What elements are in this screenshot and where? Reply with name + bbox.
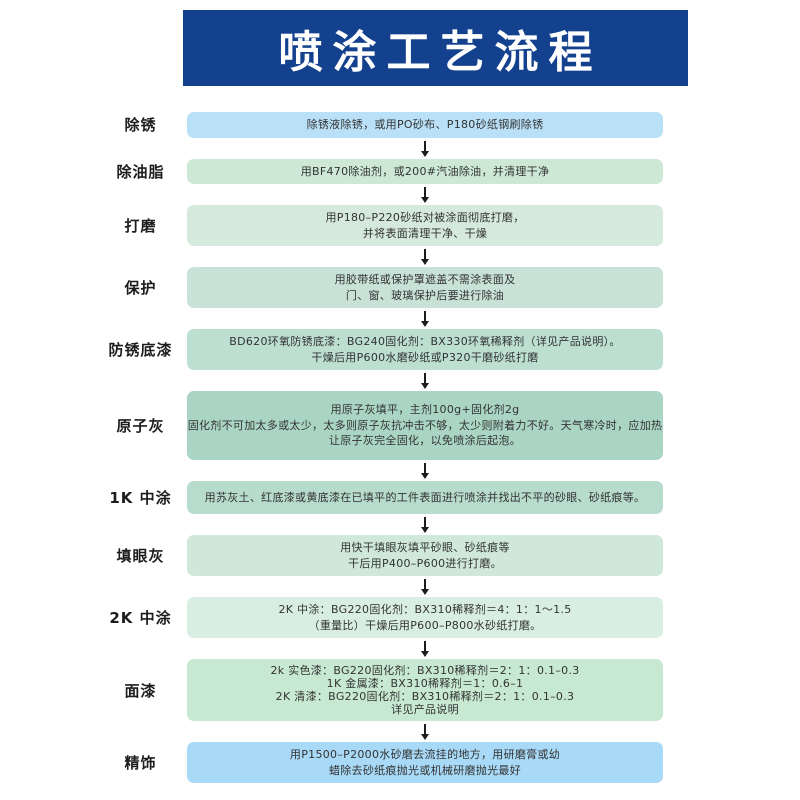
step-description-line: 蜡除去砂纸痕抛光或机械研磨抛光最好 (328, 763, 522, 777)
process-flow: 除锈 除锈液除锈，或用PO砂布、P180砂纸钢刷除锈 除油脂 用BF470除油剂… (0, 112, 800, 783)
step-label-col: 原子灰 (0, 415, 187, 436)
process-step-spot-filler: 填眼灰 用快干填眼灰填平砂眼、砂纸痕等 干后用P400–P600进行打磨。 (0, 535, 800, 576)
step-label-col: 防锈底漆 (0, 339, 187, 360)
step-label-col: 保护 (0, 277, 187, 298)
step-box: 用P180–P220砂纸对被涂面彻底打磨， 并将表面清理干净、干燥 (187, 205, 663, 246)
process-step-masking: 保护 用胶带纸或保护罩遮盖不需涂表面及 门、窗、玻璃保护后要进行除油 (0, 267, 800, 308)
step-description-line: 用P180–P220砂纸对被涂面彻底打磨， (325, 211, 525, 224)
step-label-col: 除油脂 (0, 161, 187, 182)
step-label-col: 面漆 (0, 680, 187, 701)
step-description-line: 干燥后用P600水磨砂纸或P320干磨砂纸打磨 (311, 350, 539, 364)
page-header: 喷涂工艺流程 (183, 10, 688, 86)
down-arrow-icon (421, 724, 429, 740)
step-description-line: 用苏灰土、红底漆或黄底漆在已填平的工件表面进行喷涂并找出不平的砂眼、砂纸痕等。 (204, 490, 646, 504)
flow-arrow (187, 721, 663, 742)
flow-arrow (187, 576, 663, 597)
process-step-finishing: 精饰 用P1500–P2000水砂磨去流挂的地方，用研磨膏或幼 蜡除去砂纸痕抛光… (0, 742, 800, 783)
step-box: 2K 中涂：BG220固化剂：BX310稀释剂＝4：1：1～1.5 （重量比）干… (187, 597, 663, 638)
process-flow-page: 喷涂工艺流程 除锈 除锈液除锈，或用PO砂布、P180砂纸钢刷除锈 除油脂 用B… (0, 10, 800, 800)
step-description-line: 让原子灰完全固化，以免喷涂后起泡。 (328, 434, 522, 447)
step-description-line: 用P1500–P2000水砂磨去流挂的地方，用研磨膏或幼 (289, 748, 561, 761)
process-step-2k-midcoat: 2K 中涂 2K 中涂：BG220固化剂：BX310稀释剂＝4：1：1～1.5 … (0, 597, 800, 638)
process-step-1k-midcoat: 1K 中涂 用苏灰土、红底漆或黄底漆在已填平的工件表面进行喷涂并找出不平的砂眼、… (0, 480, 800, 514)
step-label: 1K 中涂 (109, 488, 172, 507)
down-arrow-icon (421, 579, 429, 595)
flow-arrow (187, 514, 663, 535)
flow-arrow (187, 308, 663, 329)
step-label: 防锈底漆 (108, 341, 173, 359)
flow-arrow (187, 246, 663, 267)
step-label: 打磨 (124, 217, 157, 235)
step-label-col: 打磨 (0, 215, 187, 236)
step-description-line: 并将表面清理干净、干燥 (362, 226, 488, 240)
step-box: 用BF470除油剂，或200#汽油除油，并清理干净 (187, 158, 663, 184)
step-label: 面漆 (124, 681, 157, 700)
down-arrow-icon (421, 462, 429, 479)
step-description-line: 用快干填眼灰填平砂眼、砂纸痕等 (340, 541, 510, 554)
down-arrow-icon (421, 373, 429, 389)
down-arrow-icon (421, 187, 429, 203)
step-box: 除锈液除锈，或用PO砂布、P180砂纸钢刷除锈 (187, 112, 663, 138)
down-arrow-icon (421, 517, 429, 533)
flow-arrow (187, 138, 663, 159)
step-label: 保护 (124, 279, 157, 297)
step-description-line: （重量比）干燥后用P600–P800水砂纸打磨。 (308, 618, 542, 632)
step-label: 原子灰 (116, 416, 165, 435)
step-description-line: BD620环氧防锈底漆：BG240固化剂：BX330环氧稀释剂（详见产品说明）。 (229, 335, 621, 348)
step-label: 填眼灰 (116, 547, 165, 565)
step-label: 除锈 (124, 116, 157, 135)
step-description-line: 用原子灰填平，主剂100g+固化剂2g (330, 403, 520, 416)
step-label: 除油脂 (116, 162, 165, 181)
step-description-line: 干后用P400–P600进行打磨。 (348, 556, 502, 570)
step-description-line: 用BF470除油剂，或200#汽油除油，并清理干净 (300, 164, 550, 178)
flow-arrow (187, 370, 663, 391)
step-label: 2K 中涂 (109, 609, 172, 627)
down-arrow-icon (421, 311, 429, 327)
step-box: 2k 实色漆：BG220固化剂：BX310稀释剂＝2：1：0.1–0.3 1K … (187, 659, 663, 721)
process-step-putty: 原子灰 用原子灰填平，主剂100g+固化剂2g 固化剂不可加太多或太少，太多则原… (0, 391, 800, 460)
step-box: BD620环氧防锈底漆：BG240固化剂：BX330环氧稀释剂（详见产品说明）。… (187, 329, 663, 370)
step-description-line: 2K 清漆：BG220固化剂：BX310稀释剂＝2：1：0.1–0.3 (275, 690, 575, 703)
down-arrow-icon (421, 249, 429, 265)
flow-arrow (187, 184, 663, 205)
process-step-antirust-primer: 防锈底漆 BD620环氧防锈底漆：BG240固化剂：BX330环氧稀释剂（详见产… (0, 329, 800, 370)
step-description-line: 详见产品说明 (391, 703, 459, 716)
process-step-sanding: 打磨 用P180–P220砂纸对被涂面彻底打磨， 并将表面清理干净、干燥 (0, 205, 800, 246)
step-description-line: 2K 中涂：BG220固化剂：BX310稀释剂＝4：1：1～1.5 (278, 603, 572, 616)
step-box: 用胶带纸或保护罩遮盖不需涂表面及 门、窗、玻璃保护后要进行除油 (187, 267, 663, 308)
step-box: 用原子灰填平，主剂100g+固化剂2g 固化剂不可加太多或太少，太多则原子灰抗冲… (187, 391, 663, 460)
down-arrow-icon (421, 140, 429, 157)
step-description-line: 门、窗、玻璃保护后要进行除油 (345, 288, 505, 302)
step-label-col: 除锈 (0, 114, 187, 135)
flow-arrow (187, 460, 663, 481)
process-step-rust-removal: 除锈 除锈液除锈，或用PO砂布、P180砂纸钢刷除锈 (0, 112, 800, 138)
step-description-line: 2k 实色漆：BG220固化剂：BX310稀释剂＝2：1：0.1–0.3 (270, 664, 580, 677)
step-box: 用P1500–P2000水砂磨去流挂的地方，用研磨膏或幼 蜡除去砂纸痕抛光或机械… (187, 742, 663, 783)
step-label-col: 1K 中涂 (0, 487, 187, 508)
step-description-line: 除锈液除锈，或用PO砂布、P180砂纸钢刷除锈 (306, 118, 544, 131)
step-description-line: 1K 金属漆：BX310稀释剂＝1：0.6–1 (326, 677, 524, 690)
step-label-col: 2K 中涂 (0, 607, 187, 628)
page-title: 喷涂工艺流程 (278, 27, 603, 78)
step-box: 用快干填眼灰填平砂眼、砂纸痕等 干后用P400–P600进行打磨。 (187, 535, 663, 576)
step-label: 精饰 (124, 754, 157, 772)
step-description-line: 用胶带纸或保护罩遮盖不需涂表面及 (334, 273, 516, 286)
step-box: 用苏灰土、红底漆或黄底漆在已填平的工件表面进行喷涂并找出不平的砂眼、砂纸痕等。 (187, 480, 663, 514)
flow-arrow (187, 638, 663, 659)
step-description-line: 固化剂不可加太多或太少，太多则原子灰抗冲击不够，太少则附着力不好。天气寒冷时，应… (187, 418, 663, 432)
step-label-col: 填眼灰 (0, 545, 187, 566)
step-label-col: 精饰 (0, 752, 187, 773)
down-arrow-icon (421, 641, 429, 657)
process-step-degrease: 除油脂 用BF470除油剂，或200#汽油除油，并清理干净 (0, 158, 800, 184)
process-step-topcoat: 面漆 2k 实色漆：BG220固化剂：BX310稀释剂＝2：1：0.1–0.3 … (0, 659, 800, 721)
